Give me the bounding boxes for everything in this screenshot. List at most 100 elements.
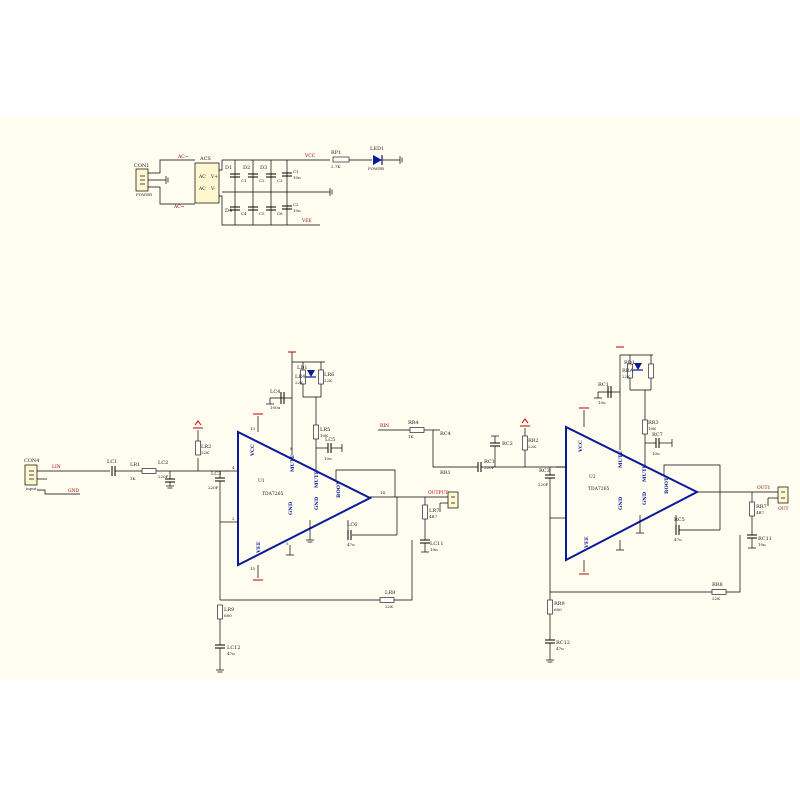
left-lr4-value: 22K	[295, 380, 304, 385]
right-rr4	[409, 427, 425, 433]
right-rr3	[642, 419, 648, 435]
right-channel: RIN RR4 1K RC4 RR1 RC1 220P RC2 RR2 22K …	[378, 346, 789, 663]
rail-vcc: VCC	[304, 153, 316, 159]
right-rr2	[522, 435, 528, 451]
left-pin-in-plus-num: 4	[232, 465, 235, 470]
left-lc5-value: 10u	[324, 456, 332, 461]
right-rc7-ref: RC7	[652, 432, 663, 438]
left-input-label: input	[26, 486, 37, 491]
left-lc6-value: 47u	[347, 542, 355, 547]
right-pin-gnd-a: GND	[618, 496, 624, 510]
left-pin-vee: VEE	[256, 541, 262, 554]
cap-c1-ref: C1	[241, 178, 247, 183]
right-rr8-ref: RR8	[712, 582, 723, 588]
left-lr7-ref: LR7	[429, 508, 439, 514]
left-lr1	[141, 468, 157, 474]
cap-c2-ref: C2	[259, 178, 265, 183]
right-rc2-ref: RC2	[502, 441, 513, 447]
out-cap-c1-ref: C1	[293, 169, 299, 174]
left-output-ref: OUTPUT	[428, 490, 448, 496]
ac-net-1: AC~	[177, 154, 189, 160]
right-output-ref: OUT1	[757, 485, 770, 491]
left-lc11-value: 10n	[430, 547, 438, 552]
left-pin-vee-num: 15	[250, 566, 256, 571]
out-cap-c2-value: 10n	[293, 208, 301, 213]
right-rr3-ref: RR3	[648, 420, 659, 426]
left-lr5	[313, 424, 319, 440]
bridge-ref: ACS	[199, 156, 211, 162]
cap-c6-ref: C6	[277, 211, 283, 216]
cap-c4-ref: C4	[241, 211, 247, 216]
right-pin-mute-a: MUTE	[618, 450, 624, 468]
left-pin-gnd-a: GND	[288, 501, 294, 515]
right-rr8-value: 22K	[712, 596, 721, 601]
left-lr8	[379, 597, 395, 603]
right-rc3-ref: RC3	[539, 468, 550, 474]
left-lr1-ref: LR1	[130, 462, 140, 468]
right-rc11-value: 10n	[758, 542, 766, 547]
left-diode-ld1-icon	[307, 370, 315, 377]
right-output-connector[interactable]	[777, 486, 789, 504]
left-pin-vcc-num: 13	[250, 426, 256, 431]
bridge-pin-vplus: V+	[210, 174, 218, 180]
left-lr8-ref: LR8	[385, 590, 395, 596]
right-rra-ref: RRA	[622, 368, 634, 374]
right-rr3-top	[648, 363, 654, 379]
right-input-ref: RR1	[440, 470, 451, 476]
right-rr9-value: 680	[554, 607, 562, 612]
rail-vee: VEE	[301, 218, 312, 224]
left-lr2-ref: LR2	[201, 444, 211, 450]
right-rc12-value: 47u	[556, 646, 564, 651]
power-led-icon	[373, 155, 382, 165]
left-pin-out-num: 14	[380, 490, 386, 495]
right-rr4-value: 1K	[408, 434, 415, 439]
left-lc2-value: 220P	[158, 474, 169, 479]
left-lc4-value: 100u	[270, 405, 281, 410]
bridge-pin-ac2: AC	[198, 186, 206, 192]
out-cap-c2-ref: C2	[293, 202, 299, 207]
left-lr2	[195, 440, 201, 456]
left-pin-mute-a: MUTE	[290, 454, 296, 472]
right-diode-rd1-icon	[634, 363, 642, 370]
schematic-sheet	[0, 117, 800, 680]
left-lr7	[422, 504, 428, 520]
right-rr2-value: 22K	[528, 444, 537, 449]
right-pin-vee: VEE	[584, 536, 590, 549]
left-lc12-value: 47u	[227, 651, 235, 656]
left-amplifier-chip[interactable]	[237, 430, 373, 567]
left-lr6	[318, 369, 324, 385]
led-label: POWER	[368, 166, 385, 171]
left-lc5-ref: LC5	[325, 437, 335, 443]
right-rc2-value: 220P	[484, 465, 495, 470]
left-lc3-ref: LC3	[211, 471, 221, 477]
left-output-connector[interactable]	[447, 491, 459, 509]
right-pin-boot: BOOT	[664, 477, 670, 494]
right-rc5-value: 47u	[674, 537, 682, 542]
out-cap-c1-value: 10n	[293, 175, 301, 180]
left-lc4-ref: LC4	[270, 389, 280, 395]
right-rc1-ref: RC1	[484, 459, 495, 465]
right-rr3-value: 10K	[648, 426, 657, 431]
led-resistor-ref: RP1	[331, 150, 341, 156]
left-lr9	[217, 604, 223, 620]
left-pin-gnd-b: GND	[314, 496, 320, 510]
led-resistor	[332, 156, 350, 163]
right-amplifier-chip[interactable]	[565, 425, 700, 562]
bridge-pin-vminus: V-	[210, 186, 216, 192]
led-resistor-value: 2.7K	[331, 164, 341, 169]
bridge-pin-ac1: AC	[198, 174, 206, 180]
right-rc1-value: 10u	[598, 400, 606, 405]
power-section: CON1 POWER AC~ AC~ ACS AC V+ AC V- VCC V…	[134, 146, 403, 226]
left-lc2-ref: LC2	[158, 460, 168, 466]
right-input-net: RIN	[380, 423, 389, 429]
left-lc11-ref: LC11	[430, 541, 444, 547]
diode-d1: D1	[225, 165, 232, 171]
left-lr6-value: 22K	[324, 378, 333, 383]
right-pin-mute-b: MUTE	[642, 464, 648, 482]
right-rr7-ref: RR7	[756, 504, 767, 510]
right-pin-vcc-a: VCC	[578, 440, 584, 453]
right-rr2-ref: RR2	[528, 438, 539, 444]
left-lr1-value: 1K	[130, 476, 137, 481]
left-input-net: LIN	[52, 464, 61, 470]
